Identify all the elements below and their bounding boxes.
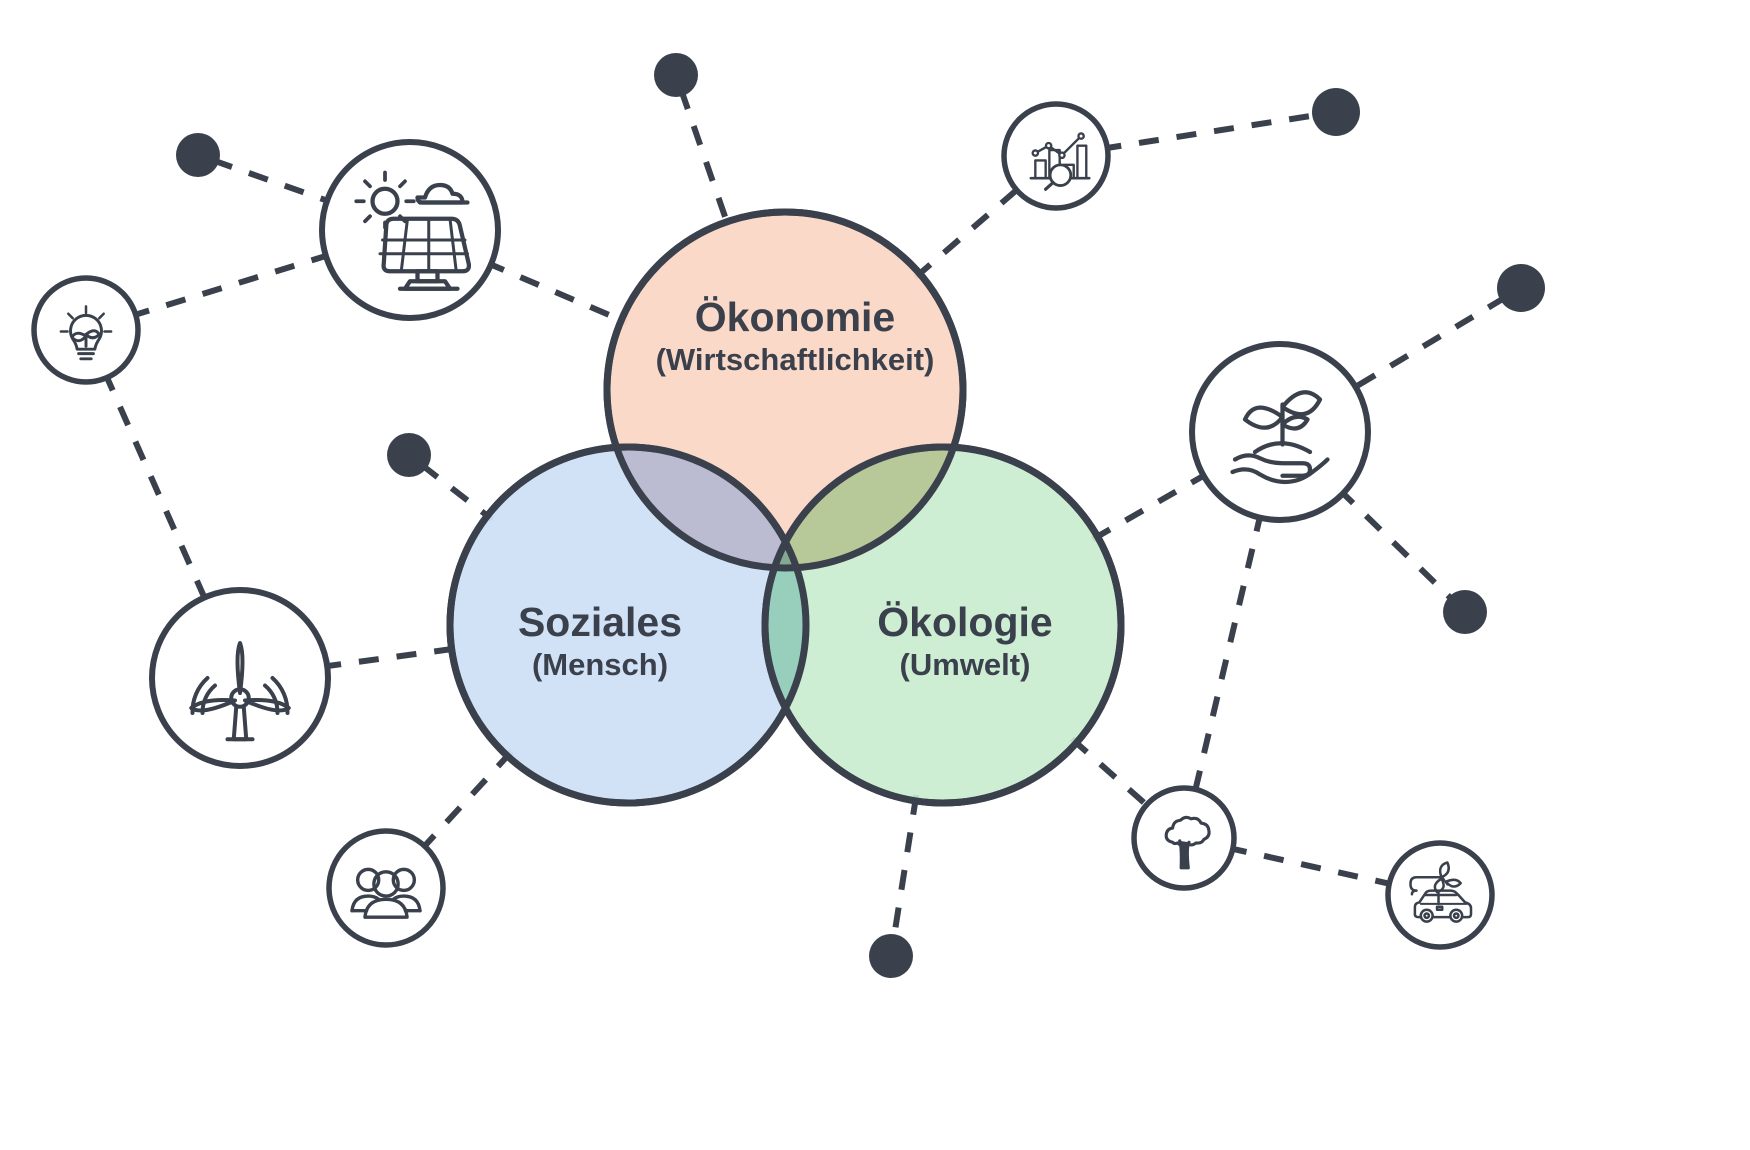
icon-node-tree[interactable] — [1131, 785, 1237, 891]
lightbulb-leaf-icon — [59, 305, 113, 361]
overlap-oekonomie-oekologie — [765, 447, 963, 568]
connection-line — [419, 462, 494, 522]
connection-line — [1348, 294, 1508, 393]
venn-outline-soziales — [446, 443, 810, 807]
connection-line — [678, 89, 732, 229]
icon-and-dot-nodes-layer — [31, 53, 1545, 978]
overlap-oekonomie-soziales — [607, 447, 806, 568]
icon-node-ring — [1189, 341, 1371, 523]
icon-node-solar-panel[interactable] — [319, 139, 501, 321]
connection-line — [1191, 511, 1265, 796]
icon-node-ring — [1001, 101, 1111, 211]
connection-lines-layer — [101, 89, 1508, 941]
connection-line — [101, 370, 210, 605]
people-group-icon — [350, 867, 422, 919]
icon-node-eco-car[interactable] — [1385, 840, 1495, 950]
icon-node-lightbulb-leaf[interactable] — [31, 275, 141, 385]
connection-line — [890, 794, 920, 941]
connection-line — [1090, 470, 1211, 543]
dot-node-dot-mid-left[interactable] — [387, 433, 431, 477]
bar-chart-search-icon — [1029, 132, 1091, 191]
connection-line — [1069, 736, 1154, 812]
dot-node-dot-right-upper[interactable] — [1497, 264, 1545, 312]
tree-icon — [1164, 815, 1211, 870]
connection-line — [418, 749, 514, 853]
dot-node-dot-top-right[interactable] — [1312, 88, 1360, 136]
dot-node-dot-bottom-center[interactable] — [869, 934, 913, 978]
icon-node-ring — [1131, 785, 1237, 891]
dot-node-dot-top-left[interactable] — [176, 133, 220, 177]
connection-line — [1100, 111, 1319, 152]
icon-node-data-analytics[interactable] — [1001, 101, 1111, 211]
connection-line — [129, 251, 333, 320]
connection-line — [913, 183, 1024, 280]
eco-car-icon — [1409, 861, 1473, 923]
icon-node-ring — [31, 275, 141, 385]
venn-outline-oekologie — [761, 443, 1125, 807]
hand-sprout-icon — [1230, 390, 1330, 485]
dot-node-dot-top-center[interactable] — [654, 53, 698, 97]
connection-line — [1226, 844, 1396, 888]
icon-node-ring — [319, 139, 501, 321]
icon-node-people-group[interactable] — [326, 828, 446, 948]
connection-line — [484, 259, 628, 326]
connection-line — [320, 645, 458, 670]
connection-line — [1336, 487, 1456, 603]
connection-line — [212, 157, 334, 206]
icon-node-hand-sprout[interactable] — [1189, 341, 1371, 523]
dot-node-dot-right-lower[interactable] — [1443, 590, 1487, 634]
venn-circles-layer — [446, 208, 1125, 807]
icon-node-ring — [326, 828, 446, 948]
solar-panel-icon — [354, 170, 472, 291]
icon-node-wind-turbine[interactable] — [149, 587, 331, 769]
venn-outline-oekonomie — [603, 208, 967, 572]
wind-turbine-icon — [189, 641, 291, 742]
